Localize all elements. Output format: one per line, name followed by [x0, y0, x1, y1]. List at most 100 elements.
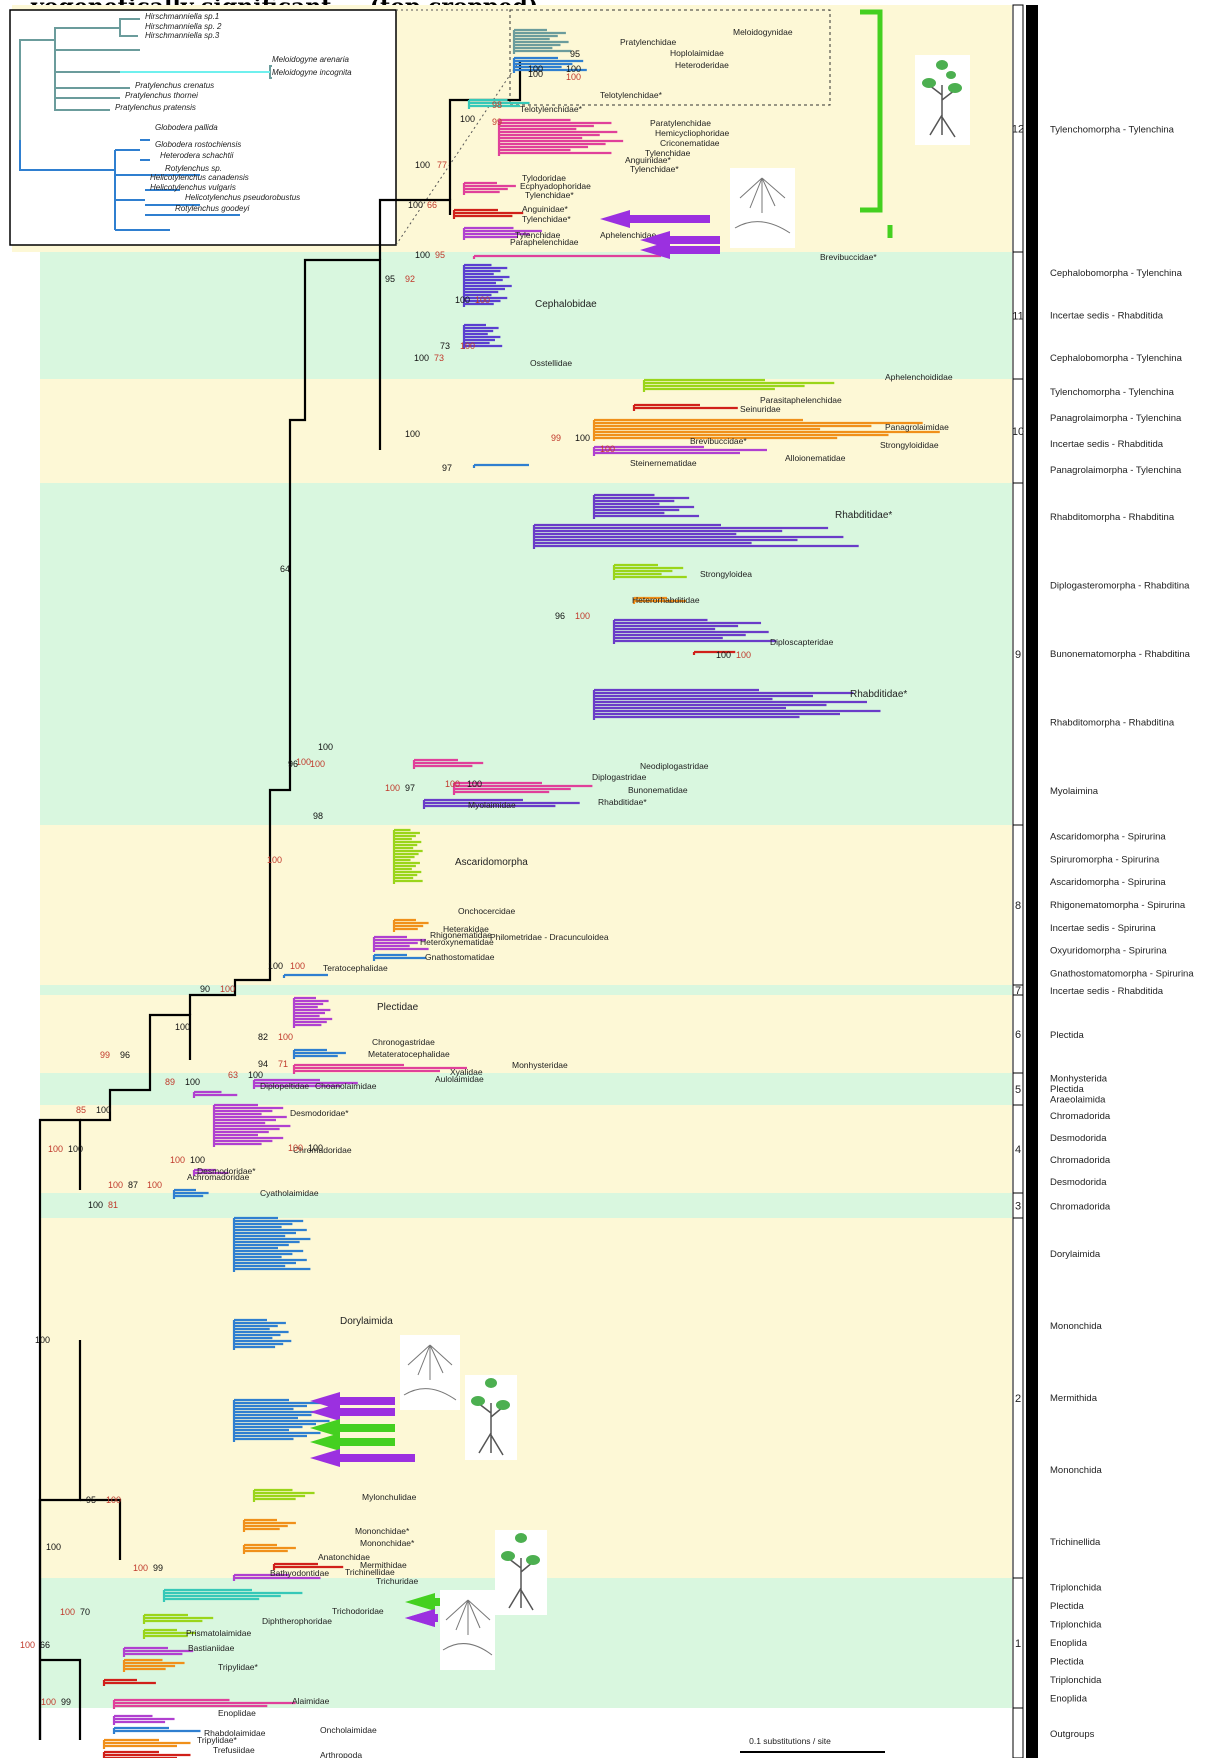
clade-group-label: Diplogasteromorpha - Rhabditina — [1050, 581, 1190, 592]
taxon-label: Plectidae — [377, 1002, 419, 1013]
taxon-label: Strongyloidea — [700, 569, 752, 579]
support-value: 100 — [88, 1200, 103, 1210]
support-value: 100 — [528, 69, 543, 79]
support-value: 64 — [280, 564, 290, 574]
branch — [233, 870, 272, 990]
support-value: 94 — [258, 1059, 268, 1069]
support-value: 100 — [185, 1077, 200, 1087]
taxon-label: Desmodoridae* — [197, 1166, 256, 1176]
branch — [80, 1075, 152, 1122]
taxon-label: Alaimidae — [292, 1696, 330, 1706]
taxon-label: Trichodoridae — [332, 1606, 384, 1616]
taxon-label: Cephalobidae — [535, 299, 597, 310]
support-value: 100 — [96, 1105, 111, 1115]
support-value: 97 — [405, 783, 415, 793]
support-value: 100 — [460, 114, 475, 124]
fungus-icon — [400, 1335, 460, 1410]
band-2 — [40, 1218, 1012, 1578]
support-value: 66 — [40, 1640, 50, 1650]
branch — [80, 1498, 122, 1560]
support-value: 100 — [288, 1143, 303, 1153]
taxon-label: Paraphelenchidae — [510, 237, 579, 247]
taxon-label: Ascaridomorpha — [455, 857, 528, 868]
clade-bar-segment — [1026, 1218, 1038, 1578]
support-value: 100 — [46, 1542, 61, 1552]
clade-group-label: Plectida — [1050, 1084, 1085, 1095]
clade-bar-segment — [1026, 985, 1038, 995]
support-value: 71 — [278, 1059, 288, 1069]
support-value: 100 — [528, 64, 543, 74]
arrow-left-green — [310, 1419, 395, 1437]
taxon-label: Mylonchulidae — [362, 1492, 417, 1502]
taxon-label: Monhysteridae — [512, 1060, 568, 1070]
taxon-label: Telotylenchidae* — [520, 104, 583, 114]
support-value: 73 — [440, 341, 450, 351]
band-7 — [40, 985, 1012, 995]
taxon-label: Teratocephalidae — [323, 963, 388, 973]
support-value: 90 — [200, 984, 210, 994]
support-value: 97 — [442, 463, 452, 473]
taxon-labels: MeloidogynidaePratylenchidaeHoplolaimida… — [186, 27, 953, 1758]
support-value: 77 — [437, 160, 447, 170]
arrow-left-purple — [600, 210, 710, 228]
taxon-label: Heterorhabditidae — [632, 595, 700, 605]
band-6 — [40, 995, 1012, 1073]
taxon-label: Heterakidae — [443, 924, 489, 934]
support-value: 99 — [100, 1050, 110, 1060]
taxon-label: Strongyloididae — [880, 440, 939, 450]
inset-taxon-label: Globodera pallida — [155, 123, 218, 132]
clade-group-label: Desmodorida — [1050, 1133, 1107, 1144]
support-value: 82 — [258, 1032, 268, 1042]
clade-group-label: Panagrolaimorpha - Tylenchina — [1050, 465, 1182, 476]
taxon-label: Myolaimidae — [468, 800, 516, 810]
support-value: 100 — [445, 779, 460, 789]
taxon-label: Hemicycliophoridae — [655, 128, 729, 138]
support-value: 95 — [570, 49, 580, 59]
inset-taxon-label: Helicotylenchus vulgaris — [150, 183, 236, 192]
taxon-label: Mermithidae — [360, 1560, 407, 1570]
support-value: 100 — [467, 779, 482, 789]
taxon-label: Hoplolaimidae — [670, 48, 724, 58]
clade-group-label: Chromadorida — [1050, 1111, 1111, 1122]
inset-taxon-label: Meloidogyne incognita — [272, 68, 352, 77]
clade-group-label: Mermithida — [1050, 1393, 1098, 1404]
taxon-label: Tylenchidae* — [522, 214, 571, 224]
clade-bar-segment — [1026, 1193, 1038, 1218]
inset-taxon-label: Rotylenchus goodeyi — [175, 204, 249, 213]
clade-number: 6 — [1015, 1029, 1021, 1041]
clade-group-label: Triplonchida — [1050, 1582, 1102, 1593]
support-value: 100 — [296, 757, 311, 767]
taxon-label: Onchocercidae — [458, 906, 515, 916]
band-9 — [40, 483, 1012, 825]
clade-group-label: Enoplida — [1050, 1638, 1088, 1649]
support-value: 100 — [41, 1697, 56, 1707]
support-value: 100 — [248, 1070, 263, 1080]
clade-group-label: Mononchida — [1050, 1465, 1102, 1476]
clade-group-label: Rhigonematomorpha - Spirurina — [1050, 900, 1186, 911]
arrow-left-purple — [310, 1449, 415, 1467]
support-value: 95 — [86, 1495, 96, 1505]
support-value: 100 — [133, 1563, 148, 1573]
support-value: 100 — [310, 759, 325, 769]
clade-bands — [12, 5, 1012, 1708]
clade-group-label: Oxyuridomorpha - Spirurina — [1050, 946, 1167, 957]
support-value: 100 — [566, 64, 581, 74]
support-value: 100 — [267, 855, 282, 865]
fungus-icon — [440, 1590, 495, 1670]
taxon-label: Tripylidae* — [218, 1662, 259, 1672]
taxon-label: Philometridae - Dracunculoidea — [490, 932, 609, 942]
branch — [38, 1118, 82, 1740]
support-value: 100 — [566, 72, 581, 82]
taxon-label: Dorylaimida — [340, 1316, 393, 1327]
taxon-label: Meloidogynidae — [733, 27, 793, 37]
band-4 — [40, 1105, 1012, 1193]
taxon-label: Trefusiidae — [213, 1745, 255, 1755]
support-value: 73 — [434, 353, 444, 363]
support-value: 98 — [492, 100, 502, 110]
clade-number: 12 — [1012, 124, 1024, 136]
clade-group-label: Desmodorida — [1050, 1177, 1107, 1188]
clade-group-label: Cephalobomorpha - Tylenchina — [1050, 268, 1183, 279]
taxon-label: Rhigonematidae — [430, 930, 492, 940]
support-value: 100 — [460, 341, 475, 351]
